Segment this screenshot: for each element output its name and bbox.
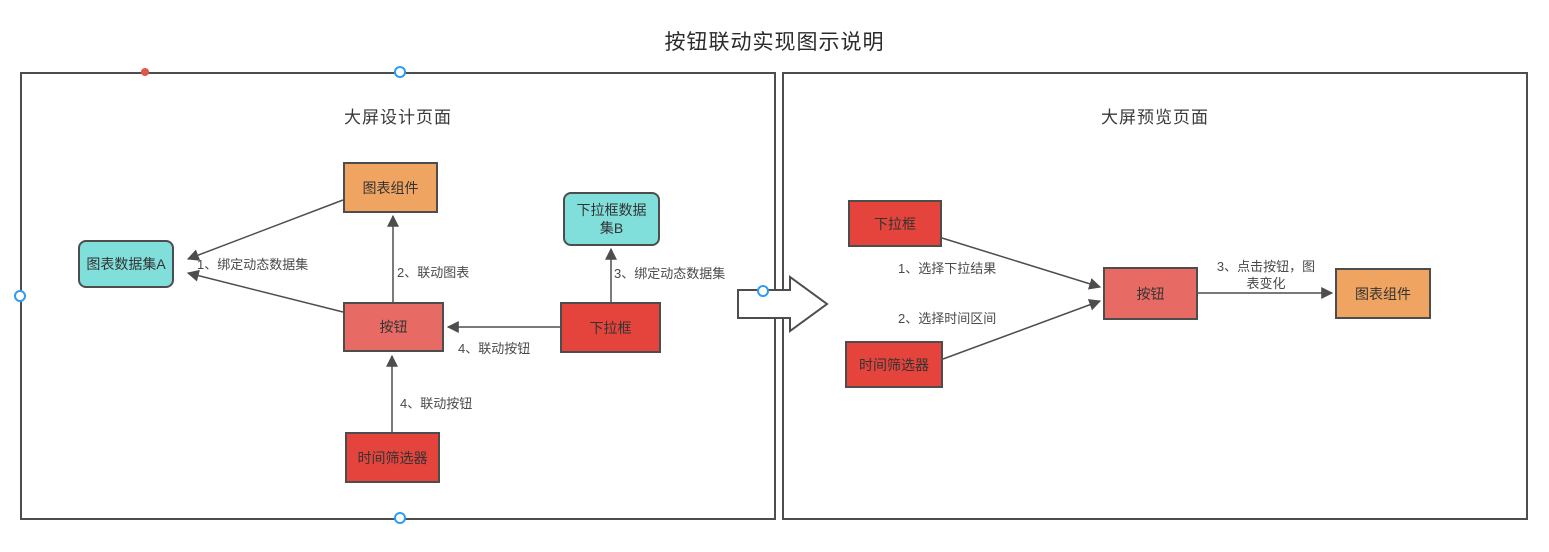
edge-label-link-button-dropdown: 4、联动按钮	[458, 341, 531, 356]
edge-chart-component-to-dataset-a[interactable]	[186, 199, 344, 261]
selection-handle-bottom[interactable]	[394, 512, 406, 524]
node-label: 下拉框数据集B	[576, 202, 647, 236]
edge-preview-dropdown-to-button[interactable]	[941, 237, 1102, 290]
diagram-title: 按钮联动实现图示说明	[664, 31, 885, 54]
selection-handle-top[interactable]	[394, 66, 406, 78]
node-design-chart-component[interactable]: 图表组件	[343, 162, 438, 213]
node-preview-chart-component[interactable]: 图表组件	[1335, 268, 1431, 319]
edge-button-to-dataset-a[interactable]	[186, 269, 344, 313]
panel-transition-arrow[interactable]	[737, 275, 829, 333]
node-label: 下拉框	[874, 215, 916, 232]
selection-handle-arrow[interactable]	[757, 285, 769, 297]
selection-handle-red-dot[interactable]	[141, 68, 149, 76]
node-label: 图表组件	[1355, 285, 1411, 302]
node-preview-time-filter[interactable]: 时间筛选器	[845, 341, 943, 388]
node-label: 时间筛选器	[357, 449, 428, 466]
edge-preview-time-filter-to-button[interactable]	[942, 299, 1102, 360]
node-design-dropdown-dataset-b[interactable]: 下拉框数据集B	[563, 192, 660, 246]
node-label: 下拉框	[589, 319, 632, 336]
node-label: 按钮	[379, 319, 408, 335]
node-label: 按钮	[1136, 285, 1165, 302]
edge-label-select-dropdown: 1、选择下拉结果	[898, 261, 997, 276]
node-label: 图表组件	[362, 179, 419, 196]
edge-label-click-button: 3、点击按钮，图表变化	[1216, 259, 1316, 291]
node-preview-button[interactable]: 按钮	[1103, 267, 1198, 320]
edge-label-select-time: 2、选择时间区间	[898, 311, 997, 326]
edge-label-link-chart: 2、联动图表	[397, 265, 470, 280]
node-design-button[interactable]: 按钮	[343, 302, 444, 352]
preview-panel-title: 大屏预览页面	[1101, 108, 1209, 127]
edge-label-bind-dataset: 1、绑定动态数据集	[197, 257, 309, 272]
node-preview-dropdown[interactable]: 下拉框	[848, 200, 942, 247]
node-design-time-filter[interactable]: 时间筛选器	[345, 432, 440, 483]
node-label: 时间筛选器	[859, 356, 929, 373]
edge-label-bind-dataset-b: 3、绑定动态数据集	[614, 266, 726, 281]
edge-label-link-button-time: 4、联动按钮	[400, 396, 473, 411]
node-label: 图表数据集A	[86, 256, 166, 272]
node-design-chart-dataset-a[interactable]: 图表数据集A	[78, 240, 174, 288]
design-panel-title: 大屏设计页面	[344, 108, 452, 127]
node-design-dropdown[interactable]: 下拉框	[560, 302, 661, 353]
selection-handle-left[interactable]	[14, 290, 26, 302]
